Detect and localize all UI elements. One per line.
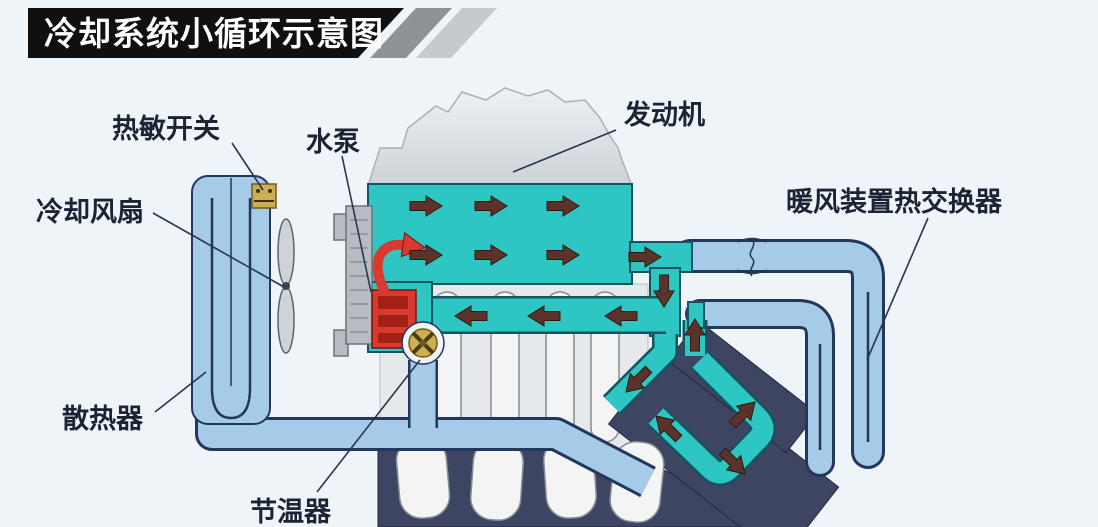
label-heater-heat-exchanger: 暖风装置热交换器 — [786, 186, 1003, 218]
leader-lines — [152, 129, 929, 493]
label-engine: 发动机 — [623, 99, 705, 131]
heater-core-loop — [648, 352, 774, 484]
banner-plate — [28, 8, 404, 58]
page-title: 冷却系统小循环示意图 — [44, 14, 384, 53]
banner-stripe-dark — [370, 8, 452, 58]
water-pump-assembly — [333, 205, 426, 357]
label-radiator: 散热器 — [62, 404, 144, 435]
labels: 热敏开关 水泵 发动机 暖风装置热交换器 冷却风扇 散热器 节温器 — [36, 99, 1003, 527]
banner-stripe-light — [416, 8, 497, 58]
label-thermostat: 节温器 — [250, 497, 332, 527]
water-jacket — [367, 183, 633, 285]
label-cooling-fan: 冷却风扇 — [36, 196, 144, 228]
pump-body-detail — [378, 296, 408, 343]
label-thermal-switch: 热敏开关 — [112, 114, 220, 145]
label-water-pump: 水泵 — [306, 127, 360, 158]
pump-pulley-bracket — [345, 205, 373, 345]
pipe-break-symbol — [737, 237, 767, 277]
cooling-fan — [277, 218, 295, 354]
engine-head-cover — [366, 87, 634, 187]
thermostat — [401, 321, 445, 365]
heater-heat-exchanger — [673, 237, 885, 477]
radiator — [191, 175, 271, 425]
thermal-switch — [251, 183, 277, 209]
title-banner: 冷却系统小循环示意图 — [28, 8, 497, 58]
